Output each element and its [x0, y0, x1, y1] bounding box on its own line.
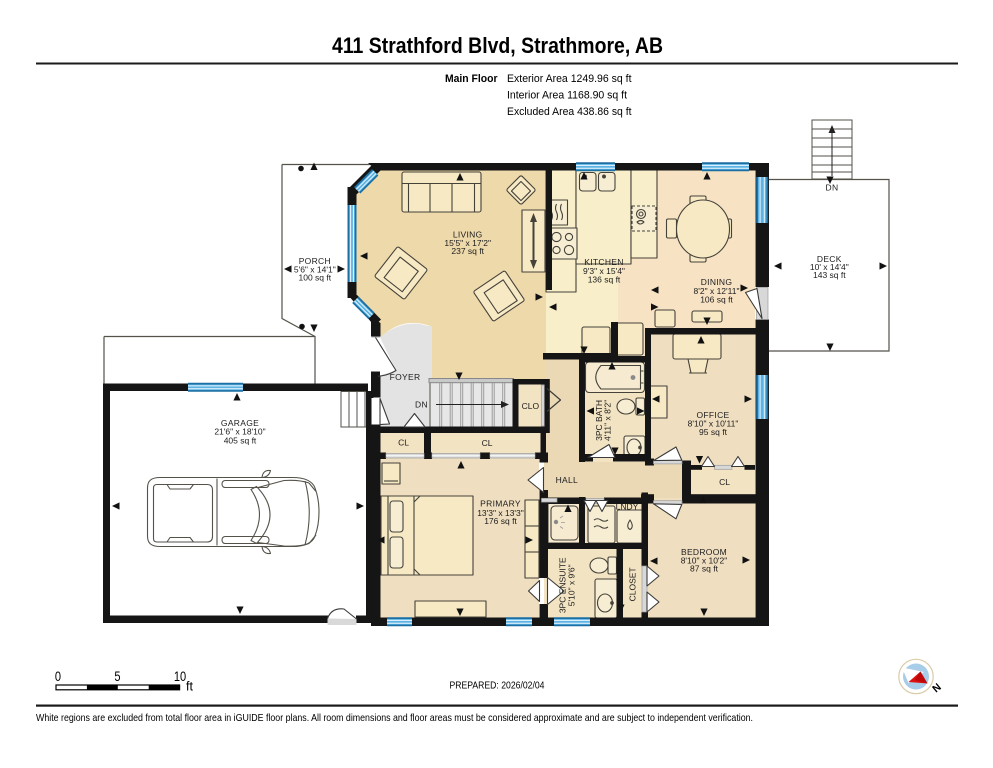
svg-text:Interior Area 1168.90 sq ft: Interior Area 1168.90 sq ft	[507, 90, 628, 102]
svg-text:15'5" x 17'2": 15'5" x 17'2"	[444, 238, 491, 248]
svg-text:106 sq ft: 106 sq ft	[700, 294, 733, 304]
svg-text:HALL: HALL	[556, 475, 578, 485]
svg-text:PRIMARY: PRIMARY	[480, 499, 521, 509]
svg-text:10' x 14'4": 10' x 14'4"	[810, 262, 849, 272]
svg-text:CLOSET: CLOSET	[628, 567, 638, 601]
svg-text:9'3" x 15'4": 9'3" x 15'4"	[583, 266, 625, 276]
svg-text:LNDY: LNDY	[616, 502, 639, 512]
svg-text:0: 0	[55, 669, 61, 684]
svg-text:411 Strathford Blvd, Strathmor: 411 Strathford Blvd, Strathmore, AB	[332, 33, 663, 58]
svg-text:CLO: CLO	[522, 401, 540, 411]
svg-text:3PC ENSUITE: 3PC ENSUITE	[558, 557, 568, 613]
svg-text:95 sq ft: 95 sq ft	[699, 427, 728, 437]
svg-text:136 sq ft: 136 sq ft	[588, 274, 621, 284]
svg-text:4'11" x 8'2": 4'11" x 8'2"	[603, 400, 613, 441]
svg-text:5: 5	[114, 669, 120, 684]
svg-text:N: N	[930, 681, 944, 695]
svg-text:8'10" x 10'2": 8'10" x 10'2"	[681, 556, 728, 566]
svg-text:OFFICE: OFFICE	[697, 410, 730, 420]
svg-text:BEDROOM: BEDROOM	[681, 547, 727, 557]
svg-text:21'6" x 18'10": 21'6" x 18'10"	[214, 427, 265, 437]
svg-text:ft: ft	[186, 680, 193, 694]
svg-text:KITCHEN: KITCHEN	[584, 257, 623, 267]
svg-text:LIVING: LIVING	[453, 230, 483, 240]
svg-text:White regions are excluded fro: White regions are excluded from total fl…	[36, 713, 753, 724]
svg-text:Excluded Area 438.86 sq ft: Excluded Area 438.86 sq ft	[507, 106, 632, 118]
svg-text:FOYER: FOYER	[390, 372, 421, 382]
svg-text:8'10" x 10'11": 8'10" x 10'11"	[688, 419, 739, 429]
svg-text:5'6" x 14'1": 5'6" x 14'1"	[294, 265, 336, 275]
svg-text:3PC BATH: 3PC BATH	[594, 400, 604, 441]
svg-text:176 sq ft: 176 sq ft	[484, 516, 517, 526]
svg-text:87 sq ft: 87 sq ft	[690, 564, 719, 574]
svg-text:8'2" x 12'11": 8'2" x 12'11"	[694, 286, 740, 296]
svg-text:CL: CL	[482, 438, 493, 448]
svg-text:405 sq ft: 405 sq ft	[224, 435, 257, 445]
svg-text:10: 10	[174, 669, 186, 684]
svg-text:DN: DN	[415, 399, 428, 409]
svg-text:PORCH: PORCH	[299, 256, 331, 266]
svg-text:143 sq ft: 143 sq ft	[813, 270, 846, 280]
svg-text:DECK: DECK	[817, 254, 842, 264]
svg-text:100 sq ft: 100 sq ft	[298, 272, 331, 282]
svg-text:GARAGE: GARAGE	[221, 418, 259, 428]
svg-text:PREPARED: 2026/02/04: PREPARED: 2026/02/04	[450, 681, 545, 692]
svg-text:Main Floor: Main Floor	[445, 73, 498, 85]
svg-text:CL: CL	[719, 477, 730, 487]
svg-text:5'10" x 9'6": 5'10" x 9'6"	[567, 564, 577, 606]
svg-text:CL: CL	[398, 438, 409, 448]
svg-text:Exterior Area 1249.96 sq ft: Exterior Area 1249.96 sq ft	[507, 73, 632, 85]
svg-text:DN: DN	[825, 182, 838, 192]
svg-text:DINING: DINING	[701, 277, 733, 287]
svg-text:237 sq ft: 237 sq ft	[451, 246, 484, 256]
svg-text:13'3" x 13'3": 13'3" x 13'3"	[477, 508, 524, 518]
